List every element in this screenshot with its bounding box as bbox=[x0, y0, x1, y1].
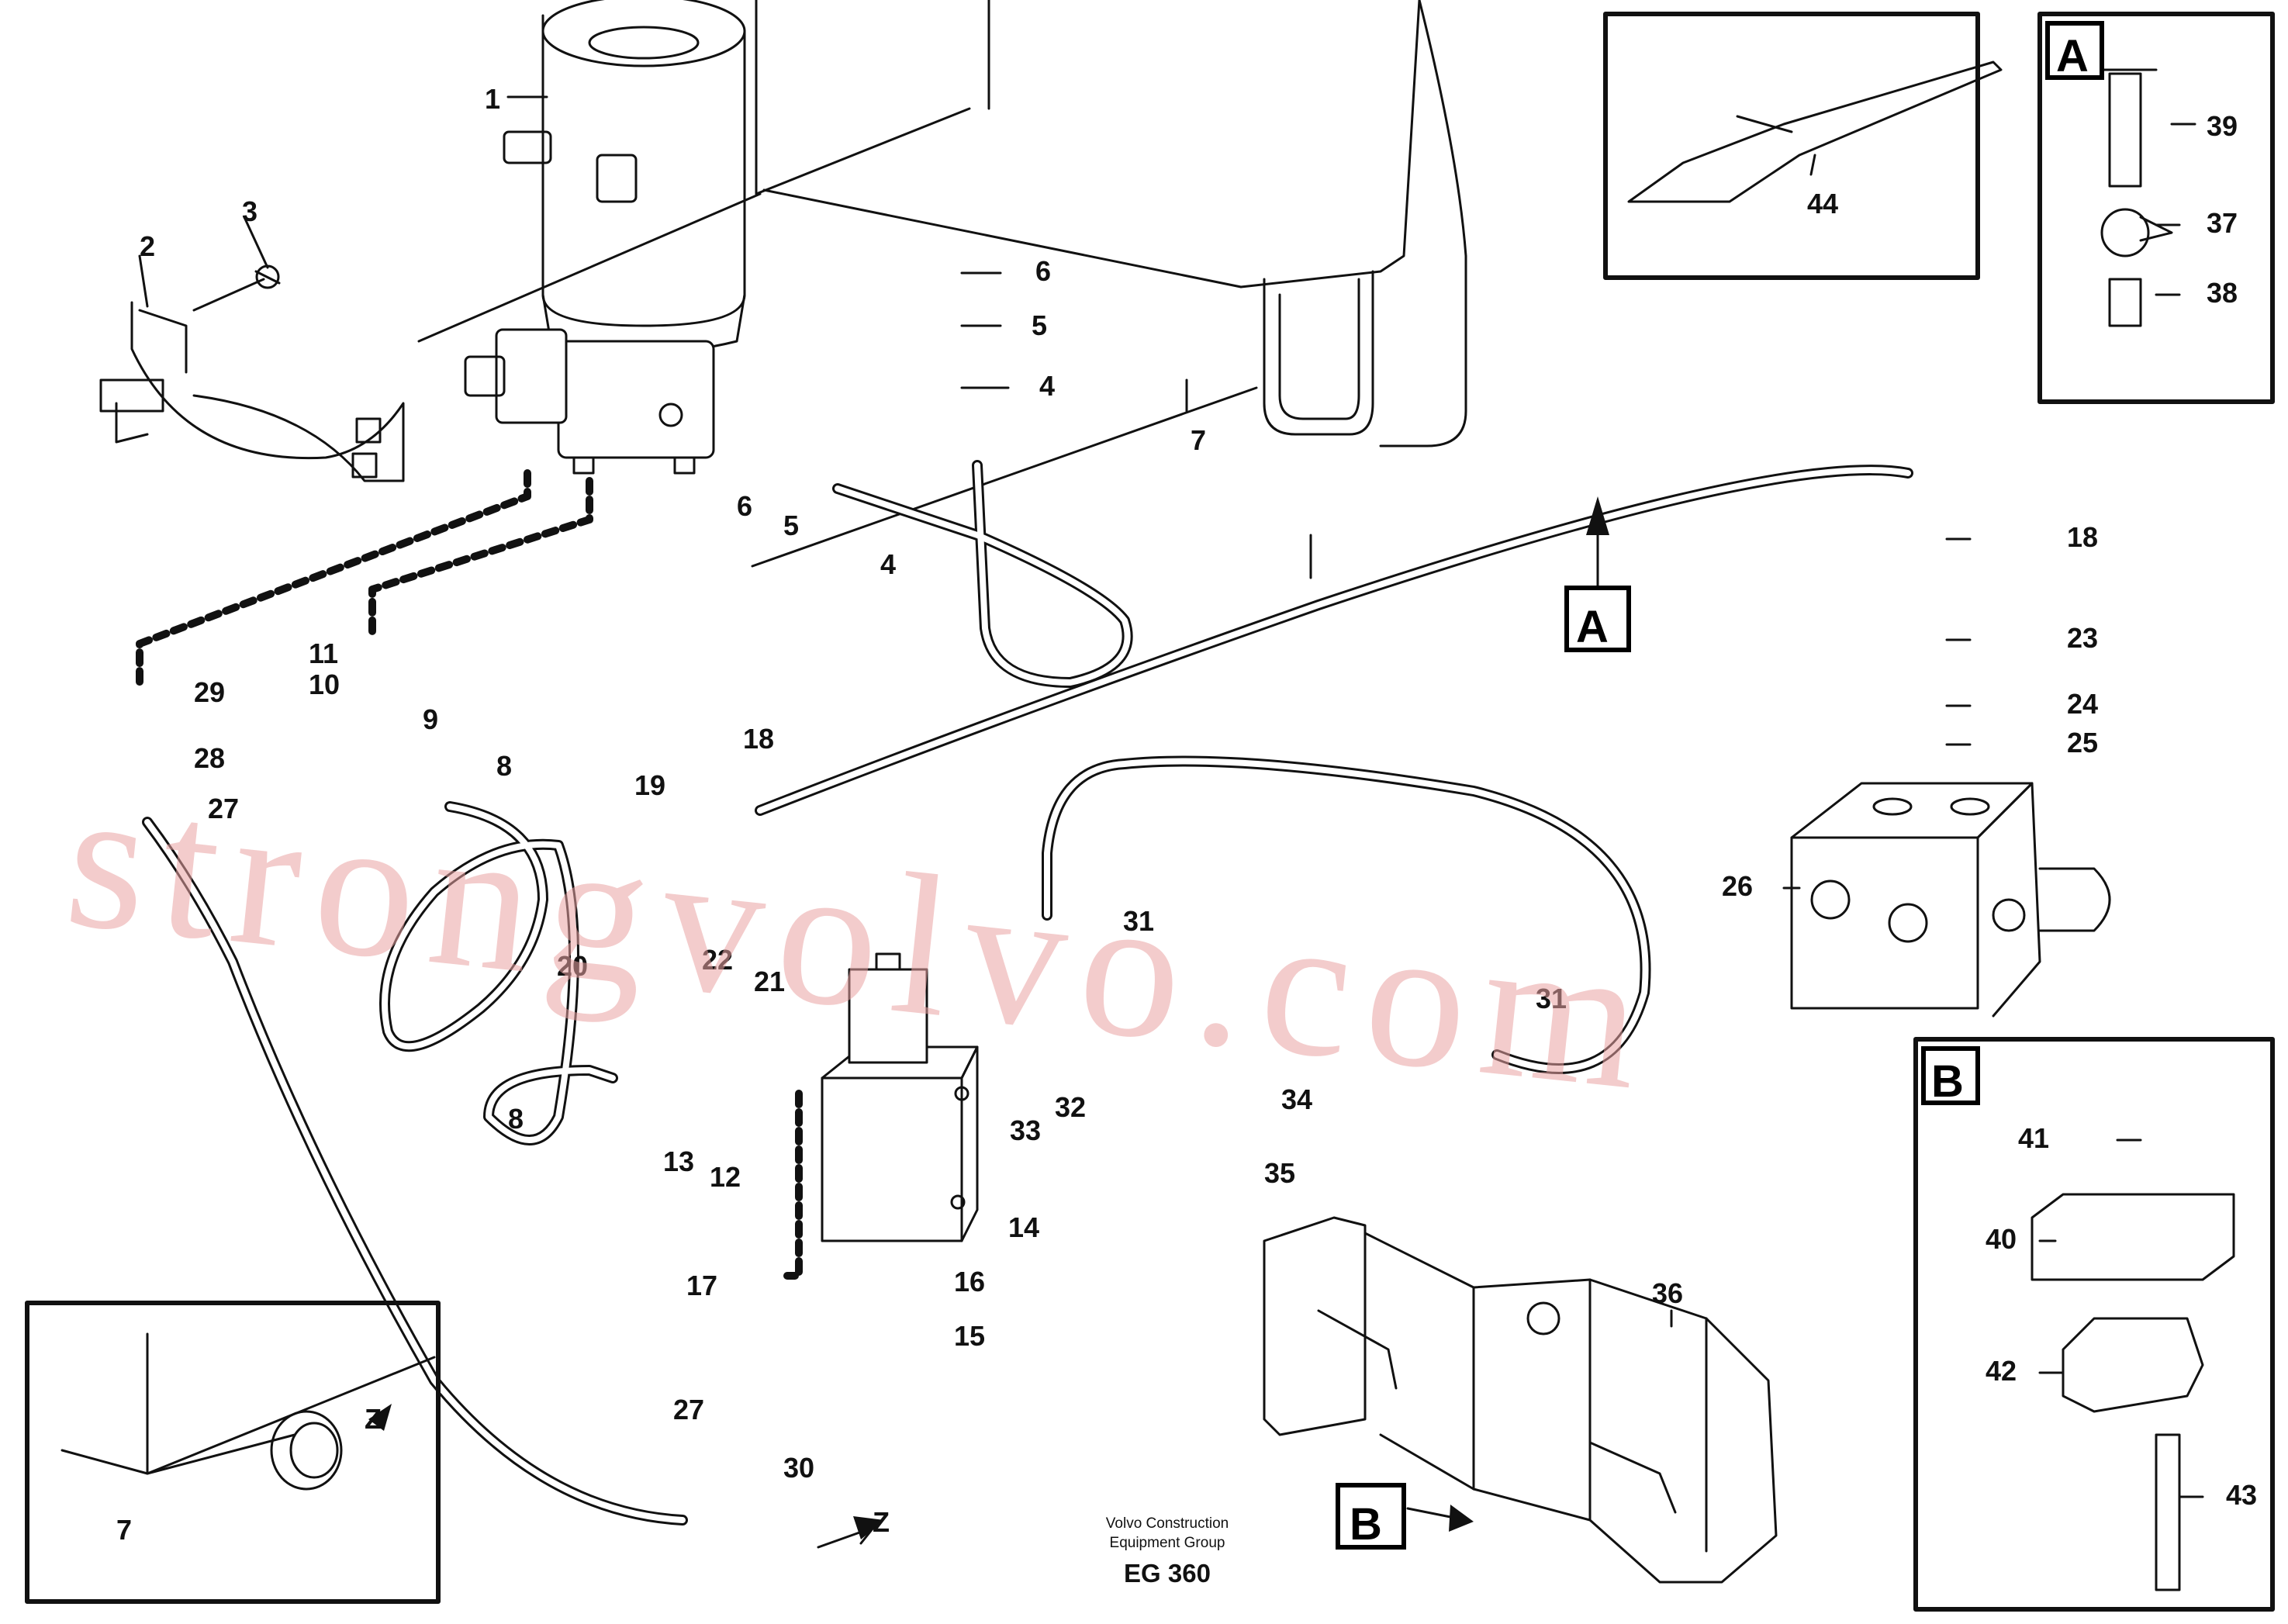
inset-40-43 bbox=[1913, 1037, 2275, 1612]
inset-44 bbox=[1603, 12, 2003, 280]
callout-22: 22 bbox=[702, 944, 733, 976]
callout-4: 4 bbox=[880, 548, 896, 580]
callout-27: 27 bbox=[208, 793, 239, 824]
hose-filter-return-inner bbox=[835, 462, 1131, 686]
zone-label-a: A bbox=[2056, 31, 2089, 81]
callout-20: 20 bbox=[557, 950, 588, 982]
callout-10: 10 bbox=[309, 669, 340, 700]
leader-lines bbox=[138, 95, 2204, 1498]
zone-label-a: A bbox=[1576, 602, 1609, 652]
callout-15: 15 bbox=[954, 1320, 985, 1352]
callout-32: 32 bbox=[1055, 1091, 1086, 1123]
callout-5: 5 bbox=[783, 510, 799, 541]
dashed-connector bbox=[136, 469, 803, 1280]
zone-label-b: B bbox=[1931, 1056, 1964, 1107]
tank-outline bbox=[417, 0, 1467, 568]
callout-31: 31 bbox=[1536, 983, 1567, 1014]
inset-37-39 bbox=[2037, 12, 2275, 404]
zone-label-z: Z bbox=[873, 1506, 890, 1538]
callout-30: 30 bbox=[783, 1452, 814, 1484]
callout-28: 28 bbox=[194, 742, 225, 774]
callout-11: 11 bbox=[309, 638, 338, 669]
callout-5: 5 bbox=[1032, 309, 1047, 341]
zone-label-z: Z bbox=[365, 1403, 382, 1435]
callout-42: 42 bbox=[1986, 1355, 2017, 1387]
credit-line-2: Equipment Group bbox=[1110, 1535, 1225, 1551]
pump-36 bbox=[1263, 1216, 1778, 1584]
callout-4: 4 bbox=[1039, 370, 1055, 402]
callout-13: 13 bbox=[663, 1145, 694, 1177]
valve-block-14 bbox=[821, 952, 979, 1242]
callout-33: 33 bbox=[1010, 1114, 1041, 1146]
zone-labels: A A B B Z Z bbox=[365, 31, 2089, 1550]
callout-17: 17 bbox=[686, 1270, 717, 1301]
drawing-code: EG 360 bbox=[1124, 1559, 1211, 1588]
callout-27: 27 bbox=[673, 1394, 704, 1425]
callout-23: 23 bbox=[2067, 622, 2098, 654]
callout-43: 43 bbox=[2226, 1479, 2257, 1511]
callout-18: 18 bbox=[2067, 521, 2098, 553]
watermark: strongvolvo.com bbox=[57, 745, 1666, 1133]
callout-3: 3 bbox=[242, 195, 257, 227]
callout-12: 12 bbox=[710, 1161, 741, 1193]
callout-7: 7 bbox=[1191, 424, 1206, 456]
callout-18: 18 bbox=[743, 723, 774, 755]
callout-19: 19 bbox=[634, 769, 665, 801]
callout-14: 14 bbox=[1008, 1211, 1039, 1243]
filter-housing bbox=[464, 0, 746, 475]
callout-31: 31 bbox=[1123, 905, 1154, 937]
callout-1: 1 bbox=[485, 83, 500, 115]
callout-36: 36 bbox=[1652, 1277, 1683, 1309]
inset-z bbox=[25, 1301, 441, 1604]
callout-9: 9 bbox=[423, 703, 438, 735]
callout-35: 35 bbox=[1264, 1157, 1295, 1189]
credit-line-1: Volvo Construction bbox=[1106, 1515, 1229, 1532]
callout-7: 7 bbox=[116, 1514, 132, 1546]
zone-label-b: B bbox=[1350, 1499, 1382, 1550]
zone-boxes bbox=[1336, 21, 2104, 1550]
arrowheads bbox=[368, 496, 1609, 1539]
callout-2: 2 bbox=[140, 230, 155, 262]
callout-6: 6 bbox=[1035, 255, 1051, 287]
callout-8: 8 bbox=[496, 750, 512, 782]
callout-41: 41 bbox=[2018, 1122, 2049, 1154]
callout-38: 38 bbox=[2207, 277, 2238, 309]
callout-34: 34 bbox=[1281, 1083, 1312, 1115]
callout-26: 26 bbox=[1722, 870, 1753, 902]
callout-24: 24 bbox=[2067, 688, 2098, 720]
callout-21: 21 bbox=[754, 966, 785, 997]
callout-37: 37 bbox=[2207, 207, 2238, 239]
callout-44: 44 bbox=[1807, 188, 1838, 219]
callout-6: 6 bbox=[737, 490, 752, 522]
callout-39: 39 bbox=[2207, 110, 2238, 142]
clamp bbox=[99, 264, 405, 482]
callout-8: 8 bbox=[508, 1103, 524, 1135]
callout-40: 40 bbox=[1986, 1223, 2017, 1255]
callout-25: 25 bbox=[2067, 727, 2098, 758]
callout-16: 16 bbox=[954, 1266, 985, 1297]
callout-29: 29 bbox=[194, 676, 225, 708]
valve-block-26 bbox=[1790, 782, 2111, 1018]
